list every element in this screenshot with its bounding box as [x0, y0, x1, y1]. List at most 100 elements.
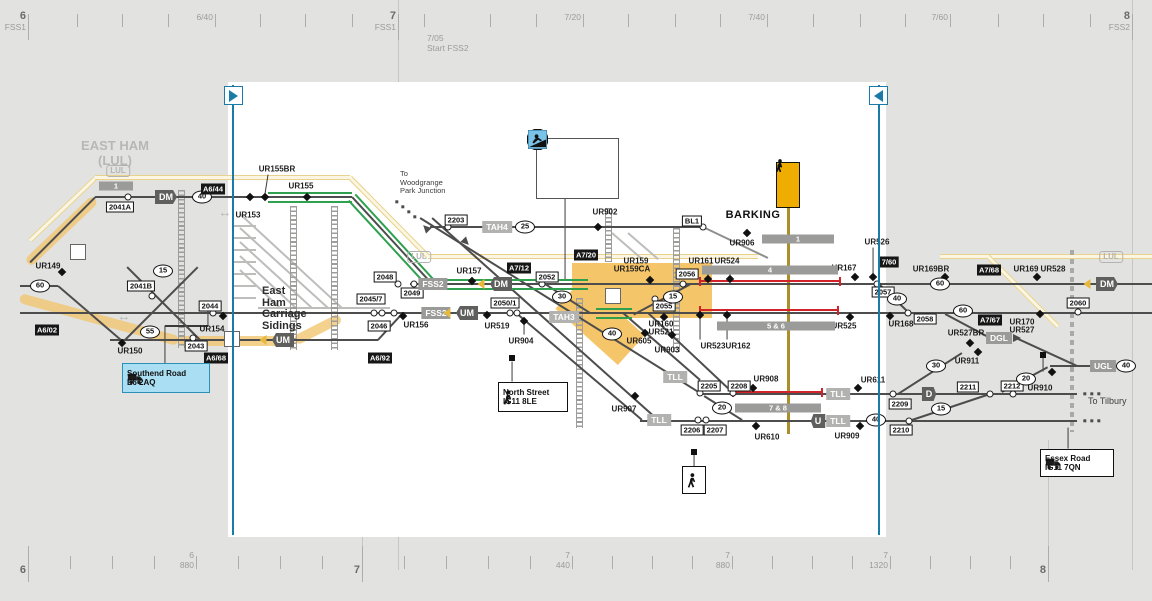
- signal-number-box: 2203: [444, 214, 468, 226]
- junction-circle: [378, 309, 386, 317]
- info-box-southend-road: Southend Road E6 2AQ: [122, 363, 210, 393]
- direction-route-arrow: DM: [1096, 277, 1118, 291]
- ruler-tick: [813, 14, 814, 27]
- continuation-dot: [1097, 419, 1101, 423]
- signal-label: UR902: [592, 207, 618, 217]
- siding-line: [233, 225, 256, 227]
- track-line: [1015, 336, 1078, 368]
- ruler-tick: [860, 14, 861, 27]
- track-line: [95, 195, 352, 199]
- junction-circle: [513, 309, 521, 317]
- ruler-tick: [950, 14, 951, 27]
- speed-restriction-oval: 60: [953, 304, 973, 318]
- ruler-tick: [260, 14, 261, 27]
- ruler-tick: [628, 14, 629, 27]
- ruler-tick: [28, 14, 29, 40]
- signal-number-box: 2209: [888, 398, 912, 410]
- ruler-chain-label: 7/20: [564, 12, 581, 22]
- signal-number-box: 2057: [871, 286, 895, 298]
- signal-label: UR161: [688, 256, 714, 266]
- ruler-tick: [1090, 14, 1091, 27]
- track-line: [700, 392, 1077, 396]
- ruler-tick: [852, 556, 853, 569]
- signal-number-box: 2050/1: [490, 297, 520, 309]
- ruler-tick: [280, 556, 281, 569]
- continuation-dot: [413, 215, 417, 219]
- signal-label: UR910: [1027, 383, 1053, 393]
- siding-line: [233, 297, 256, 299]
- signal-label: UR168: [888, 319, 914, 329]
- ruler-sub-label: 7/05 Start FSS2: [427, 33, 469, 53]
- ruler-tick: [583, 14, 584, 27]
- mile-plate: A6/44: [200, 183, 226, 195]
- signal-label: UR904: [508, 336, 534, 346]
- ruler-tick: [1043, 14, 1044, 27]
- ruler-elr-label: FSS1: [374, 22, 396, 32]
- ruler-tick: [196, 556, 197, 569]
- signal-number-box: 2211: [956, 381, 980, 393]
- ruler-tick: [28, 546, 29, 582]
- ruler-tick: [215, 14, 216, 27]
- ruler-tick: [536, 14, 537, 27]
- signal-label: UR160: [648, 319, 674, 329]
- junction-circle: [986, 390, 994, 398]
- signal-number-box: 2056: [675, 268, 699, 280]
- route-code-box: TAH4: [482, 221, 512, 233]
- signal-label: UR162: [725, 341, 751, 351]
- ruler-tick: [398, 14, 399, 40]
- signal-label: UR150: [117, 346, 143, 356]
- continuation-dot: [407, 210, 411, 214]
- platform-bar: 5 & 6: [717, 321, 835, 331]
- ruler-tick: [720, 14, 721, 27]
- speed-restriction-oval: 25: [515, 220, 535, 234]
- speed-restriction-oval: 20: [1016, 372, 1036, 386]
- ruler-tick: [446, 556, 447, 569]
- signal-label: UR155: [288, 181, 314, 191]
- signal-number-box: 2055: [652, 300, 676, 312]
- ruler-tick: [930, 556, 931, 569]
- junction-circle: [390, 309, 398, 317]
- siding-line: [233, 285, 256, 287]
- yellow-wedge-icon: [443, 308, 451, 318]
- pager-left-button[interactable]: [224, 86, 243, 105]
- signal-number-box: 2212: [1000, 380, 1024, 392]
- pager-right-button[interactable]: [869, 86, 888, 105]
- ruler-tick: [732, 556, 733, 569]
- junction-circle: [1074, 308, 1082, 316]
- carriage-sidings-title: East Ham Carriage Sidings: [262, 285, 307, 332]
- continuation-dot: [395, 200, 399, 204]
- ruler-mile-label: 6: [19, 10, 26, 22]
- tilbury-note: To Tilbury: [1088, 396, 1127, 406]
- red-route-line: [700, 279, 840, 283]
- direction-route-arrow: UM: [272, 333, 294, 347]
- ruler-tick: [122, 14, 123, 27]
- shunt-double-arrow-icon: ↔: [218, 204, 232, 220]
- speed-restriction-oval: 40: [602, 327, 622, 341]
- connector-square: [509, 355, 515, 361]
- mile-plate: A7/67: [977, 314, 1003, 326]
- signal-number-box: 2207: [703, 424, 727, 436]
- footpath-crossing-line: [787, 205, 790, 434]
- route-code-box: FSS2: [421, 307, 451, 319]
- mile-plate: A6/02: [34, 324, 60, 336]
- leader-line: [164, 325, 166, 365]
- signal-label: UR523: [700, 341, 726, 351]
- mile-plate: 7/60: [879, 256, 899, 268]
- ruler-mile-label: 6: [19, 564, 26, 576]
- signal-number-box: 2043: [184, 340, 208, 352]
- direction-route-arrow: DM: [490, 277, 512, 291]
- connector-square: [1040, 352, 1046, 358]
- signal-number-box: 2210: [889, 424, 913, 436]
- direction-route-arrow: DM: [155, 190, 177, 204]
- track-line: [110, 338, 378, 342]
- woodgrange-note: To Woodgrange Park Junction: [400, 169, 446, 195]
- page-boundary-line: [877, 85, 881, 535]
- ruler-tick: [1048, 546, 1049, 582]
- signal-label: UR521: [648, 327, 674, 337]
- ruler-chain-label: 7/40: [748, 12, 765, 22]
- signal-number-box: 2041B: [126, 280, 156, 292]
- hatched-crossing-bar: [178, 190, 185, 348]
- ruler-tick: [322, 556, 323, 569]
- signal-diamond: [1047, 367, 1057, 377]
- ruler-tick: [612, 556, 613, 569]
